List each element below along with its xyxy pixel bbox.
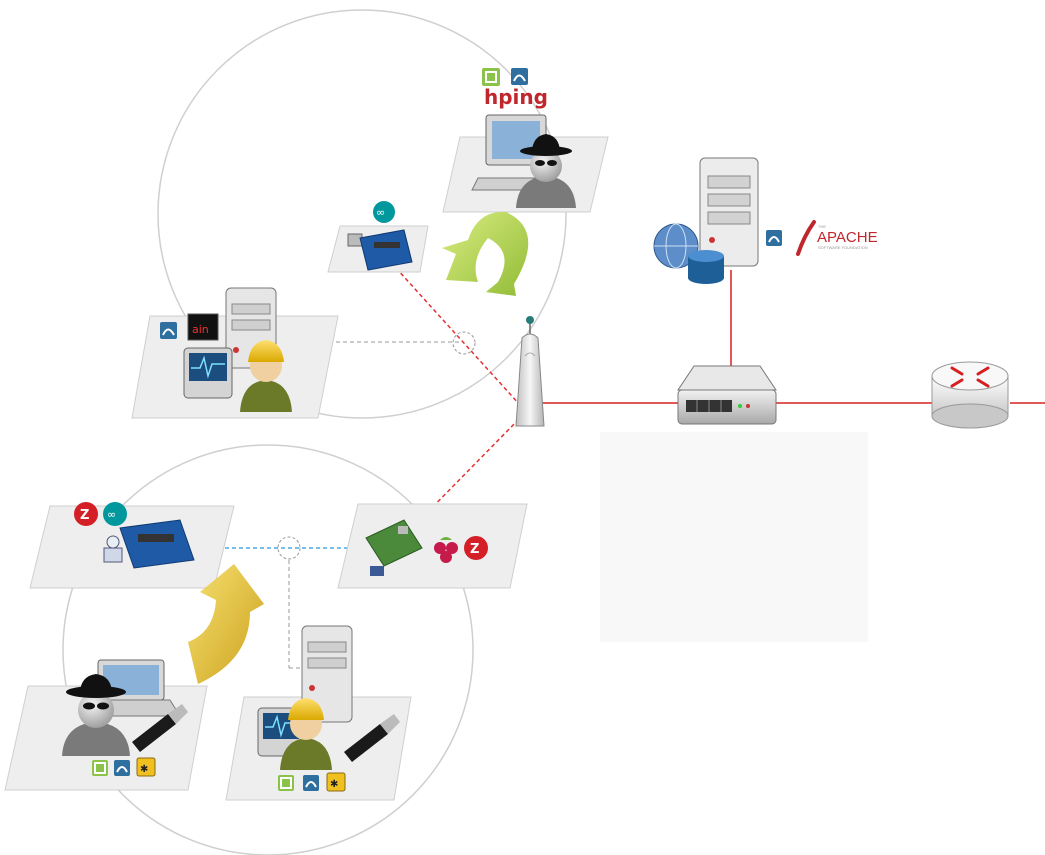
apache-logo-sub: THE (818, 224, 826, 229)
apache-logo: THE APACHE SOFTWARE FOUNDATION (796, 220, 878, 256)
zigbee-zone-circle (62, 444, 474, 855)
arduino-icon: ∞ (103, 502, 127, 526)
ids-server-zigbee (301, 625, 353, 723)
svg-text:✱: ✱ (330, 779, 338, 790)
linux-mint-icon (92, 760, 108, 776)
wireshark-icon (766, 230, 782, 246)
empty-panel (600, 432, 868, 642)
linux-mint-icon (278, 775, 294, 791)
globe-icon (653, 223, 699, 269)
router (931, 361, 1009, 429)
svg-text:∞: ∞ (107, 508, 116, 521)
svg-text:Z: Z (80, 508, 89, 523)
linux-mint-icon (482, 68, 500, 86)
apache-logo-text: APACHE (817, 229, 878, 246)
web-server (699, 157, 759, 267)
killerbee-icon: ✱ (136, 757, 156, 777)
green-attack-arrow (442, 211, 529, 296)
svg-text:Z: Z (470, 542, 479, 557)
killerbee-usb-stick (132, 704, 188, 752)
svg-text:✱: ✱ (140, 764, 148, 775)
network-switch (677, 365, 777, 425)
wifi-link-arduino-ap (395, 267, 521, 406)
zigbee-icon: Z (74, 502, 98, 526)
cain-logo: ain (187, 313, 219, 341)
wireshark-icon (303, 775, 319, 791)
sniff-point-wifi (452, 331, 476, 355)
arduino-board-wifi (347, 229, 413, 271)
svg-text:∞: ∞ (376, 206, 385, 219)
apache-logo-foundation: SOFTWARE FOUNDATION (818, 245, 868, 250)
raspberry-pi-icon (434, 537, 458, 563)
wireshark-icon (511, 68, 528, 85)
hacker-avatar-wifi (516, 134, 576, 208)
wifi-zone-circle (157, 9, 567, 419)
arduino-board-zigbee (103, 519, 195, 569)
arduino-icon: ∞ (373, 201, 395, 223)
security-analyst-avatar-zigbee (280, 698, 332, 770)
database-icon (688, 250, 724, 284)
platform-raspberry (337, 503, 528, 589)
hping-logo: hping (484, 85, 548, 109)
svg-text:ain: ain (192, 323, 209, 336)
hacker-avatar-zigbee (62, 674, 130, 756)
zigbee-icon: Z (464, 536, 488, 560)
wifi-access-point (515, 316, 545, 427)
wireshark-icon (114, 760, 130, 776)
gold-attack-arrow (188, 564, 264, 684)
killerbee-usb-stick (344, 714, 400, 762)
wireshark-icon (160, 322, 177, 339)
killerbee-icon: ✱ (326, 772, 346, 792)
raspberry-pi-board (365, 519, 423, 576)
security-analyst-avatar-wifi (240, 340, 292, 412)
sniff-point-zigbee (277, 536, 301, 560)
monitor-icon-wifi (183, 347, 233, 399)
